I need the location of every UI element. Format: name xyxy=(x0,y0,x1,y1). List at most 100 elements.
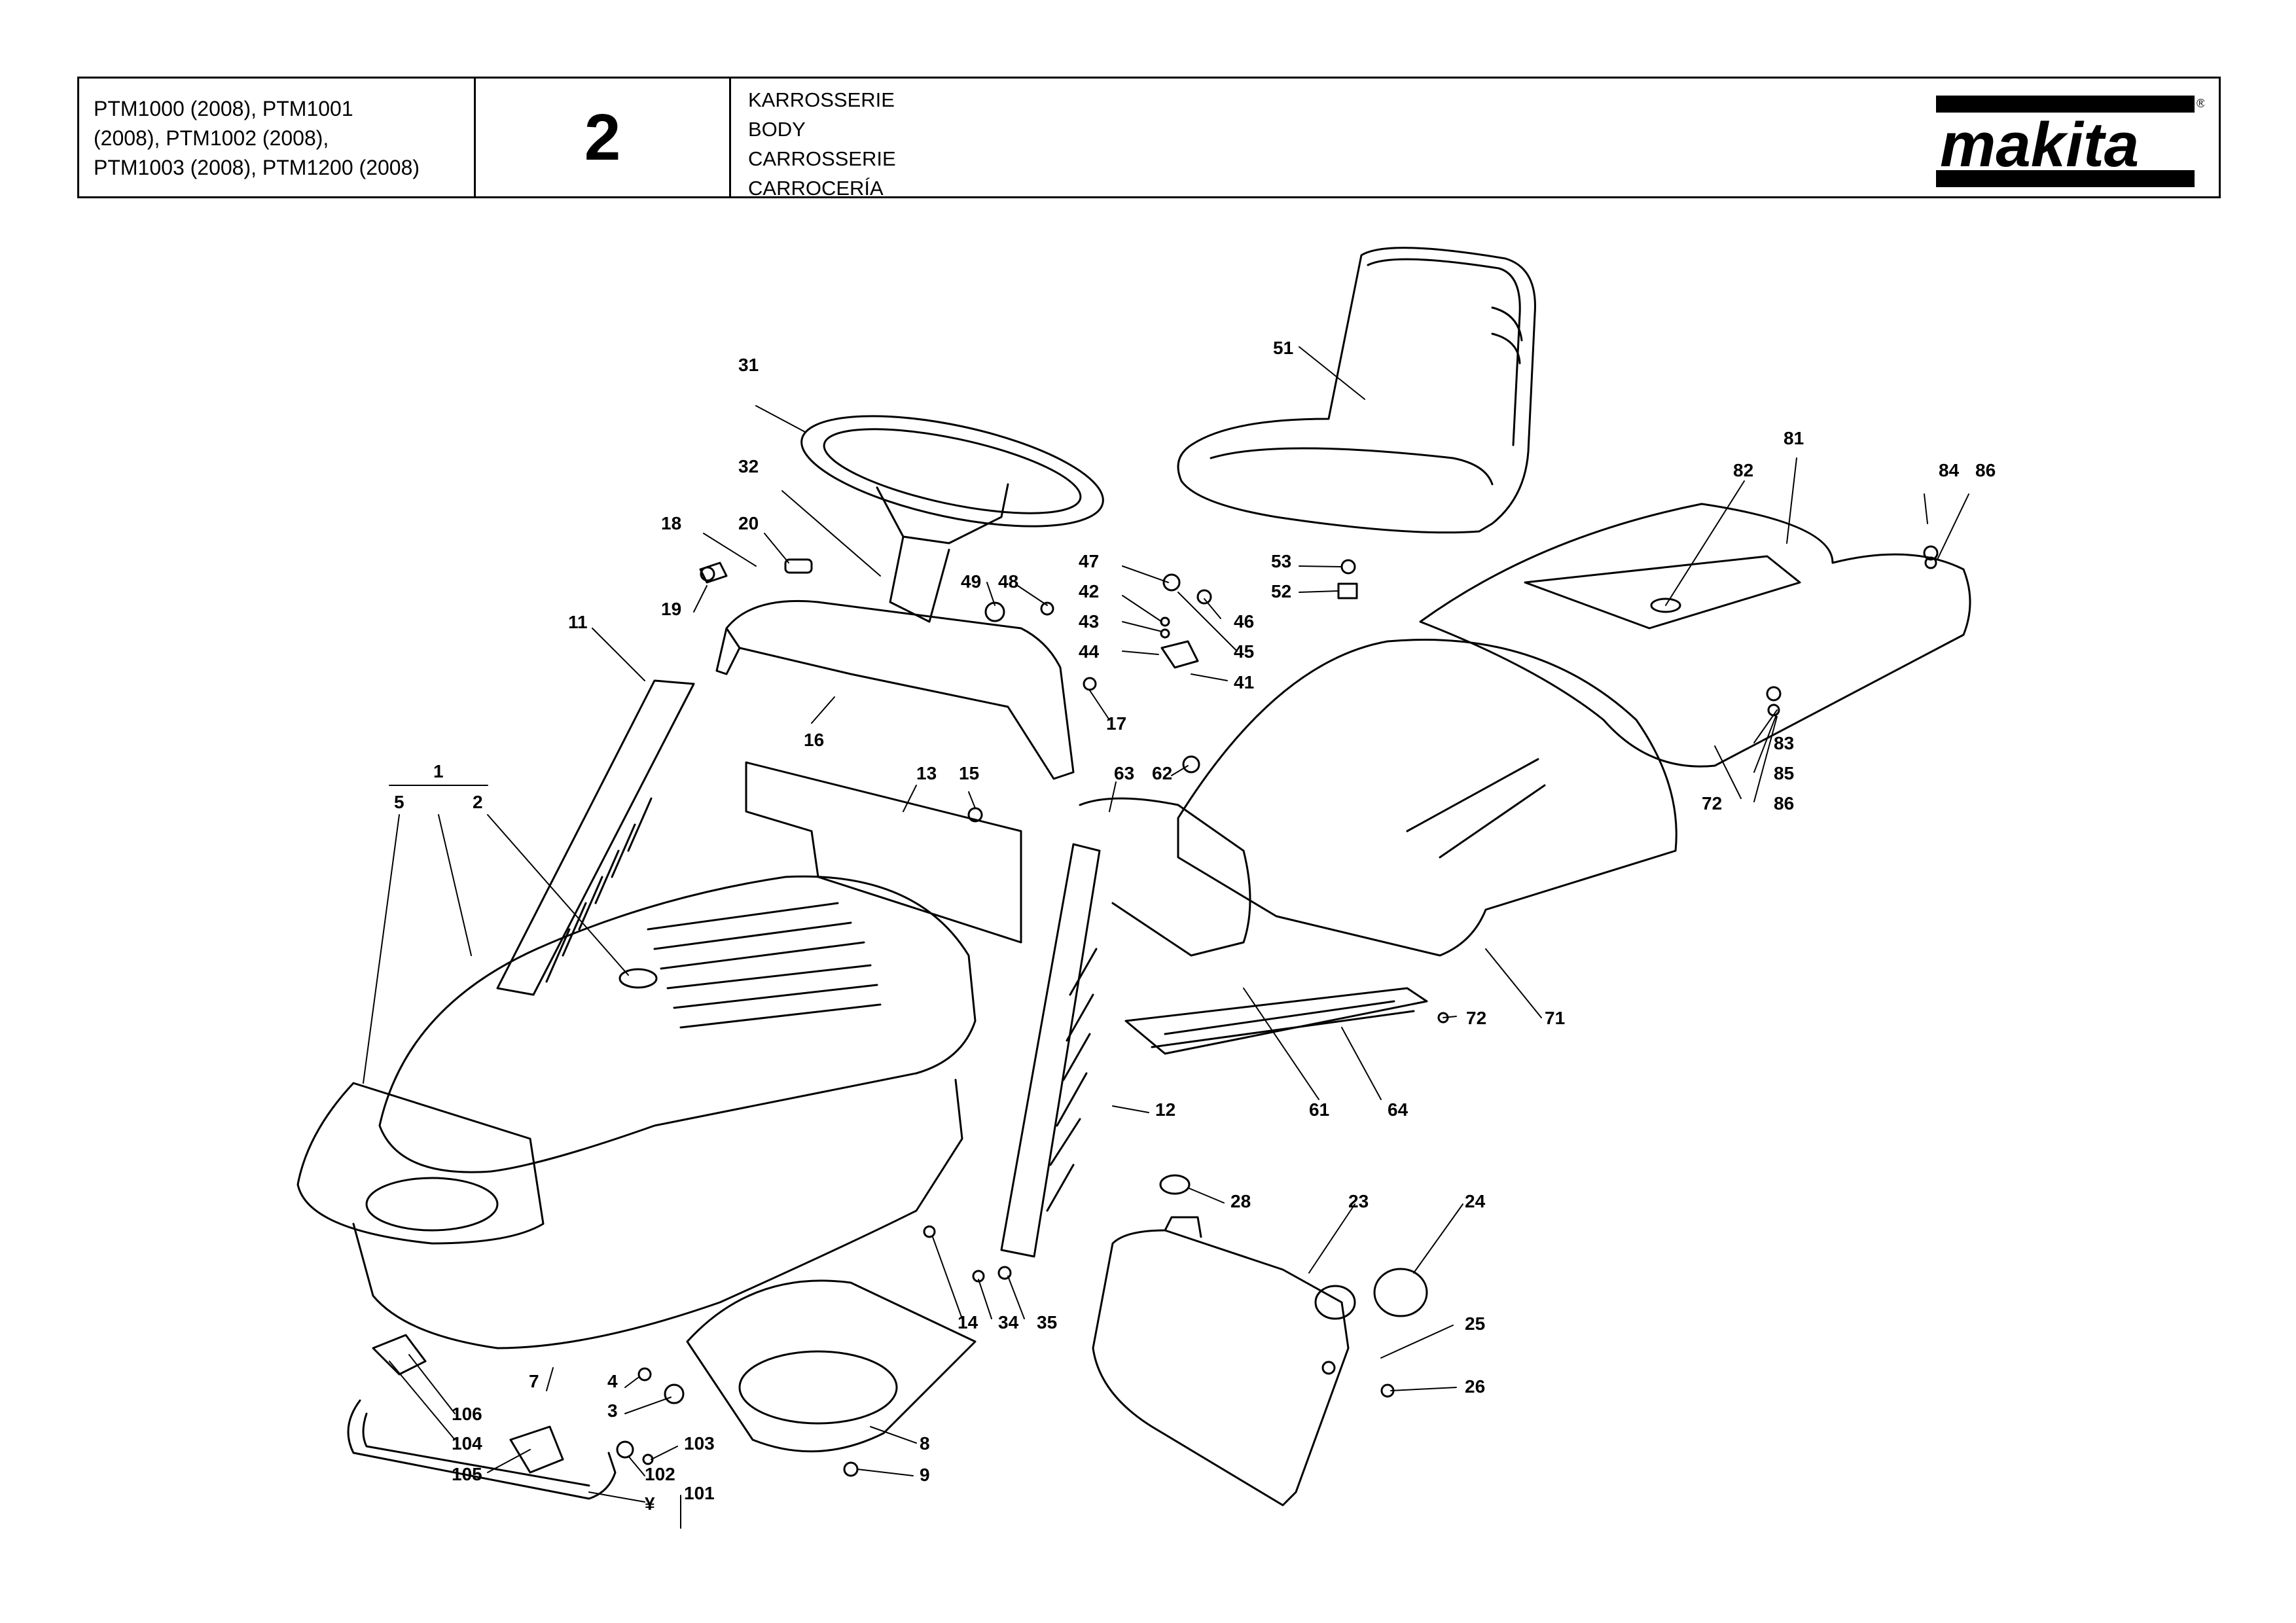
fuel-tank xyxy=(1092,1216,1350,1507)
section-title-cell: KARROSSERIE BODY CARROSSERIE CARROCERÍA … xyxy=(731,79,2219,200)
callout-101[interactable]: 101 xyxy=(684,1483,715,1503)
callout-14[interactable]: 14 xyxy=(958,1312,978,1332)
callout-102[interactable]: 102 xyxy=(645,1464,675,1484)
logo-wordmark: makita xyxy=(1940,110,2139,180)
model-line: PTM1000 (2008), PTM1001 xyxy=(94,97,353,120)
callout-15[interactable]: 15 xyxy=(959,763,980,783)
hood xyxy=(378,875,977,1173)
callout-61[interactable]: 61 xyxy=(1309,1099,1330,1120)
dashboard xyxy=(715,599,1075,780)
right-side-panel xyxy=(1000,843,1101,1258)
callout-11[interactable]: 11 xyxy=(568,612,588,632)
callout-84[interactable]: 84 xyxy=(1939,460,1960,480)
firewall xyxy=(745,761,1022,944)
callout-20[interactable]: 20 xyxy=(738,513,759,533)
logo-bottom-bar xyxy=(1936,170,2195,187)
filler-neck xyxy=(1314,1285,1356,1320)
callout-81[interactable]: 81 xyxy=(1784,428,1804,448)
callout-62[interactable]: 62 xyxy=(1152,763,1173,783)
callout-5[interactable]: 5 xyxy=(394,792,404,812)
callout-45[interactable]: 45 xyxy=(1234,641,1255,662)
callout-13[interactable]: 13 xyxy=(916,763,937,783)
callout-72-top[interactable]: 72 xyxy=(1702,793,1723,813)
lower-chassis xyxy=(352,1079,963,1349)
logo-top-bar xyxy=(1936,96,2195,113)
callout-26[interactable]: 26 xyxy=(1465,1376,1486,1397)
steering-wheel xyxy=(800,415,1104,623)
hardware xyxy=(616,545,1939,1477)
battery-tray xyxy=(1079,797,1251,957)
callout-106[interactable]: 106 xyxy=(452,1404,482,1424)
page-number: 2 xyxy=(584,100,621,174)
section-title-es: CARROCERÍA xyxy=(748,177,884,200)
front-bumper xyxy=(347,1334,617,1500)
callout-105[interactable]: 105 xyxy=(452,1464,482,1484)
rear-top-panel xyxy=(1419,503,1971,768)
callout-34[interactable]: 34 xyxy=(998,1312,1019,1332)
callout-35[interactable]: 35 xyxy=(1037,1312,1058,1332)
callout-42[interactable]: 42 xyxy=(1079,581,1100,601)
bracket-104 xyxy=(372,1334,427,1376)
callout-7[interactable]: 7 xyxy=(529,1371,539,1391)
section-title-fr: CARROSSERIE xyxy=(748,147,896,170)
callout-24[interactable]: 24 xyxy=(1465,1191,1486,1211)
page-number-cell: 2 xyxy=(476,79,731,196)
footrest-mat xyxy=(1124,987,1428,1055)
callout-16[interactable]: 16 xyxy=(804,730,825,750)
callout-2[interactable]: 2 xyxy=(473,792,483,812)
callout-43[interactable]: 43 xyxy=(1079,611,1100,632)
callout-44[interactable]: 44 xyxy=(1079,641,1100,662)
fan-cover xyxy=(686,1279,977,1453)
rear-fender xyxy=(1177,639,1677,957)
callout-yen-marker[interactable]: ¥ xyxy=(645,1493,655,1514)
callout-41[interactable]: 41 xyxy=(1234,672,1255,692)
callout-12[interactable]: 12 xyxy=(1155,1099,1176,1120)
section-title-de: KARROSSERIE xyxy=(748,88,895,111)
callout-53[interactable]: 53 xyxy=(1271,551,1292,571)
callout-86-bottom[interactable]: 86 xyxy=(1774,793,1795,813)
callout-52[interactable]: 52 xyxy=(1271,581,1292,601)
section-title-en: BODY xyxy=(748,118,806,141)
callout-86-top[interactable]: 86 xyxy=(1975,460,1996,480)
callout-28[interactable]: 28 xyxy=(1230,1191,1251,1211)
leader-lines xyxy=(363,346,1969,1529)
bracket-105 xyxy=(509,1425,564,1474)
callout-19[interactable]: 19 xyxy=(661,599,682,619)
callout-25[interactable]: 25 xyxy=(1465,1313,1486,1334)
front-grille xyxy=(296,1082,545,1245)
callout-71[interactable]: 71 xyxy=(1545,1008,1566,1028)
registered-mark: ® xyxy=(2197,97,2204,110)
callout-31[interactable]: 31 xyxy=(738,355,759,375)
callout-49[interactable]: 49 xyxy=(961,571,982,592)
callout-32[interactable]: 32 xyxy=(738,456,759,476)
makita-logo: makita ® xyxy=(1936,96,2204,187)
callout-47[interactable]: 47 xyxy=(1079,551,1100,571)
callout-18[interactable]: 18 xyxy=(661,513,682,533)
callout-17[interactable]: 17 xyxy=(1106,713,1127,734)
callout-4[interactable]: 4 xyxy=(607,1371,618,1391)
callout-63[interactable]: 63 xyxy=(1114,763,1135,783)
title-block: PTM1000 (2008), PTM1001 (2008), PTM1002 … xyxy=(77,77,2221,200)
callout-23[interactable]: 23 xyxy=(1348,1191,1369,1211)
callout-82[interactable]: 82 xyxy=(1733,460,1754,480)
callout-3[interactable]: 3 xyxy=(607,1400,618,1421)
seat xyxy=(1177,247,1536,534)
callout-46[interactable]: 46 xyxy=(1234,611,1255,632)
callout-48[interactable]: 48 xyxy=(998,571,1019,592)
callout-104[interactable]: 104 xyxy=(452,1433,482,1454)
callout-8[interactable]: 8 xyxy=(920,1433,930,1454)
model-line: PTM1003 (2008), PTM1200 (2008) xyxy=(94,156,420,179)
callout-51[interactable]: 51 xyxy=(1273,338,1294,358)
fuel-cap xyxy=(1373,1268,1428,1317)
model-list: PTM1000 (2008), PTM1001 (2008), PTM1002 … xyxy=(79,79,476,196)
callout-85[interactable]: 85 xyxy=(1774,763,1795,783)
callout-64[interactable]: 64 xyxy=(1388,1099,1408,1120)
callout-103[interactable]: 103 xyxy=(684,1433,715,1454)
callout-9[interactable]: 9 xyxy=(920,1465,930,1485)
tank-cap xyxy=(1159,1174,1191,1195)
model-line: (2008), PTM1002 (2008), xyxy=(94,126,329,150)
callout-83[interactable]: 83 xyxy=(1774,733,1795,753)
callout-72-bottom[interactable]: 72 xyxy=(1466,1008,1487,1028)
callout-1[interactable]: 1 xyxy=(433,761,444,781)
